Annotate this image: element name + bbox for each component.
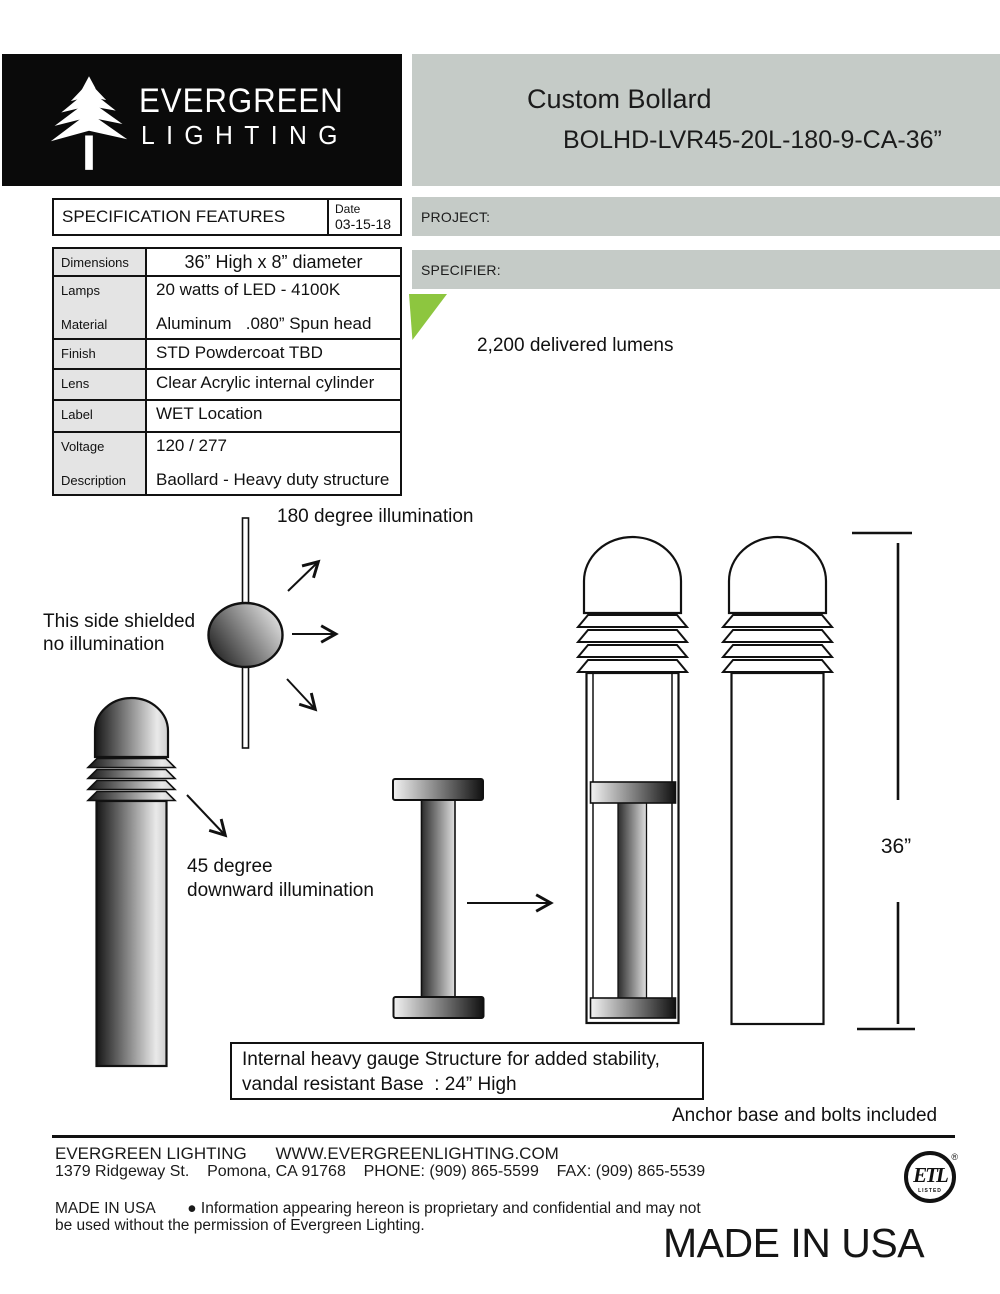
- footer-legal-line2: be used without the permission of Evergr…: [55, 1217, 425, 1234]
- label-45-degree: 45 degree downward illumination: [187, 856, 374, 901]
- project-field[interactable]: [522, 197, 1000, 236]
- row-value: 36” High x 8” diameter: [184, 251, 363, 272]
- registered-mark-icon: ®: [951, 1152, 958, 1162]
- arrow-up-right-icon: [287, 559, 321, 592]
- date-label: Date: [335, 202, 361, 216]
- stability-note-box: Internal heavy gauge Structure for added…: [230, 1042, 704, 1100]
- dimension-value: 36”: [880, 835, 912, 858]
- footer-address: 1379 Ridgeway St. Pomona, CA 91768 PHONE…: [55, 1163, 706, 1180]
- brand-name-line1: EVERGREEN: [139, 82, 344, 120]
- etl-listed-text: LISTED: [918, 1188, 942, 1194]
- logo-box: EVERGREEN LIGHTING: [2, 54, 402, 186]
- label-180-illumination: 180 degree illumination: [277, 506, 474, 527]
- row-label: Material: [61, 317, 108, 332]
- row-label: Lamps: [61, 283, 101, 298]
- footer-legal-text: ● Information appearing hereon is propri…: [187, 1200, 701, 1217]
- spec-table-header: SPECIFICATION FEATURES Date 03-15-18: [52, 198, 402, 236]
- footer-divider: [52, 1135, 955, 1138]
- footer-made-in: MADE IN USA: [55, 1200, 155, 1217]
- pine-tree-icon: [50, 76, 128, 170]
- row-label: Finish: [54, 340, 147, 368]
- product-title: Custom Bollard: [527, 84, 712, 114]
- anchor-note: Anchor base and bolts included: [672, 1105, 938, 1126]
- row-label: Voltage: [61, 439, 105, 454]
- header-panel: [412, 54, 1000, 186]
- spec-table: Dimensions 36” High x 8” diameter Lamps …: [52, 247, 402, 496]
- brand-name-line2: LIGHTING: [141, 120, 349, 150]
- row-label: Dimensions: [54, 249, 147, 275]
- table-row: Dimensions 36” High x 8” diameter: [54, 249, 400, 277]
- row-value: 120 / 277: [156, 436, 227, 455]
- row-value: WET Location: [156, 404, 263, 423]
- cutaway-bollard-drawing: [575, 535, 690, 1025]
- outline-bollard-drawing: [720, 535, 835, 1026]
- footer-company: EVERGREEN LIGHTING: [55, 1144, 247, 1163]
- table-row: Lamps Material 20 watts of LED - 4100K A…: [54, 277, 400, 340]
- table-row: Label WET Location: [54, 401, 400, 433]
- row-value: Clear Acrylic internal cylinder: [156, 373, 375, 392]
- date-value: 03-15-18: [335, 216, 392, 232]
- made-in-usa-large: MADE IN USA: [663, 1220, 925, 1266]
- lumens-text: 2,200 delivered lumens: [477, 335, 674, 356]
- row-label: Description: [61, 473, 127, 488]
- footer-website: WWW.EVERGREENLIGHTING.COM: [275, 1144, 559, 1163]
- arrow-down-right-icon: [286, 678, 318, 712]
- row-value: Aluminum .080” Spun head: [156, 314, 372, 333]
- table-row: Finish STD Powdercoat TBD: [54, 340, 400, 370]
- footer-company-line: EVERGREEN LIGHTING WWW.EVERGREENLIGHTING…: [55, 1144, 559, 1164]
- model-number: BOLHD-LVR45-20L-180-9-CA-36”: [563, 126, 942, 154]
- etl-logo-text: ETL: [913, 1163, 949, 1187]
- light-source-circle: [207, 601, 284, 669]
- table-row: Lens Clear Acrylic internal cylinder: [54, 370, 400, 401]
- row-value: 20 watts of LED - 4100K: [156, 280, 341, 299]
- row-value: Baollard - Heavy duty structure: [156, 470, 390, 489]
- table-row: Voltage Description 120 / 277 Baollard -…: [54, 433, 400, 494]
- arrow-45-down-icon: [186, 794, 228, 838]
- spec-table-title: SPECIFICATION FEATURES: [62, 207, 286, 226]
- height-dimension-line: [852, 531, 915, 1031]
- project-label: PROJECT:: [412, 197, 524, 236]
- label-shielded: This side shielded no illumination: [43, 611, 196, 655]
- row-value: STD Powdercoat TBD: [156, 343, 323, 362]
- row-label: Label: [54, 401, 147, 431]
- bollard-diagram: [86, 517, 915, 1068]
- accent-triangle-icon: [409, 294, 447, 340]
- specifier-label: SPECIFIER:: [412, 250, 524, 289]
- illumination-arrows: [186, 559, 554, 913]
- shaded-bollard-drawing: [86, 696, 177, 1068]
- row-label: Lens: [54, 370, 147, 399]
- etl-listed-badge: ETL LISTED ®: [904, 1151, 958, 1203]
- footer-legal-line1: MADE IN USA ● Information appearing here…: [55, 1200, 701, 1218]
- internal-structure-drawing: [392, 778, 485, 1019]
- specifier-field[interactable]: [522, 250, 1000, 289]
- date-cell: Date 03-15-18: [327, 200, 400, 234]
